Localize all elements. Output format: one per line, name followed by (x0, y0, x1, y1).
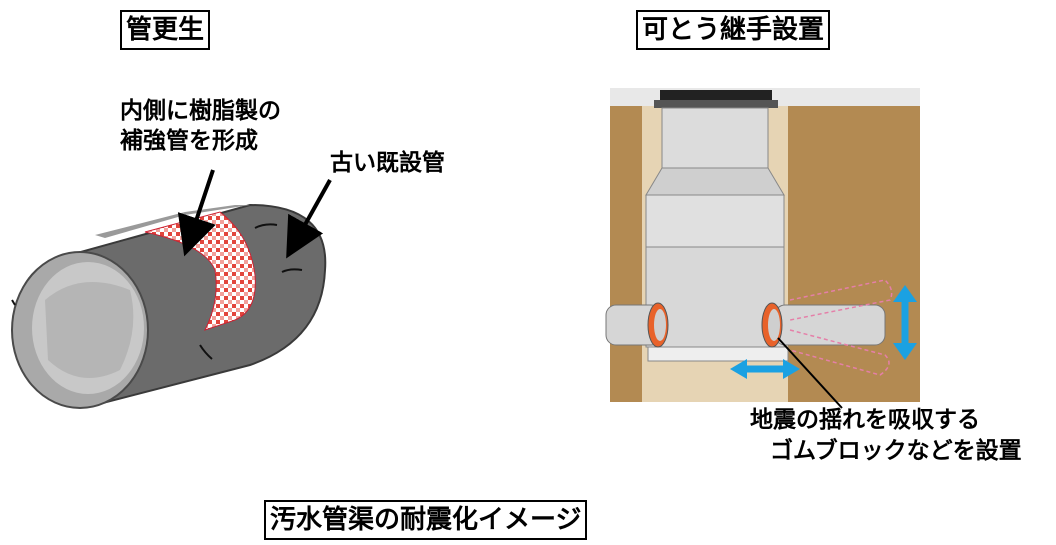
crack-mark (11, 299, 16, 306)
rubber-callout-line (777, 337, 843, 409)
rubber-label-line1: 地震の揺れを吸収する (750, 407, 980, 433)
swing-outline (789, 279, 893, 321)
pipe-right (774, 304, 886, 346)
cutaway-top (95, 205, 250, 238)
crack-mark (281, 268, 303, 273)
old-pipe-callout-arrow (286, 179, 332, 259)
liner-label-line2: 補強管を形成 (120, 128, 258, 154)
liner-callout-arrow (177, 169, 216, 257)
rehab-pipe (11, 169, 332, 409)
liner-label-line1: 内側に樹脂製の (120, 98, 281, 124)
swing-outline (789, 329, 890, 376)
rubber-label-line2: ゴムブロックなどを設置 (770, 438, 1022, 464)
manhole-shaft (661, 107, 769, 169)
crack-mark (254, 223, 278, 229)
horizontal-motion-arrow (730, 359, 800, 379)
right-title: 可とう継手設置 (636, 10, 831, 50)
footer-caption: 汚水管渠の耐震化イメージ (264, 500, 588, 540)
manhole-scene (605, 88, 920, 409)
manhole-base (647, 346, 789, 362)
crack-mark (199, 344, 213, 360)
vertical-motion-arrow (893, 285, 917, 360)
old-pipe-label: 古い既設管 (330, 150, 445, 176)
left-title: 管更生 (120, 10, 211, 50)
